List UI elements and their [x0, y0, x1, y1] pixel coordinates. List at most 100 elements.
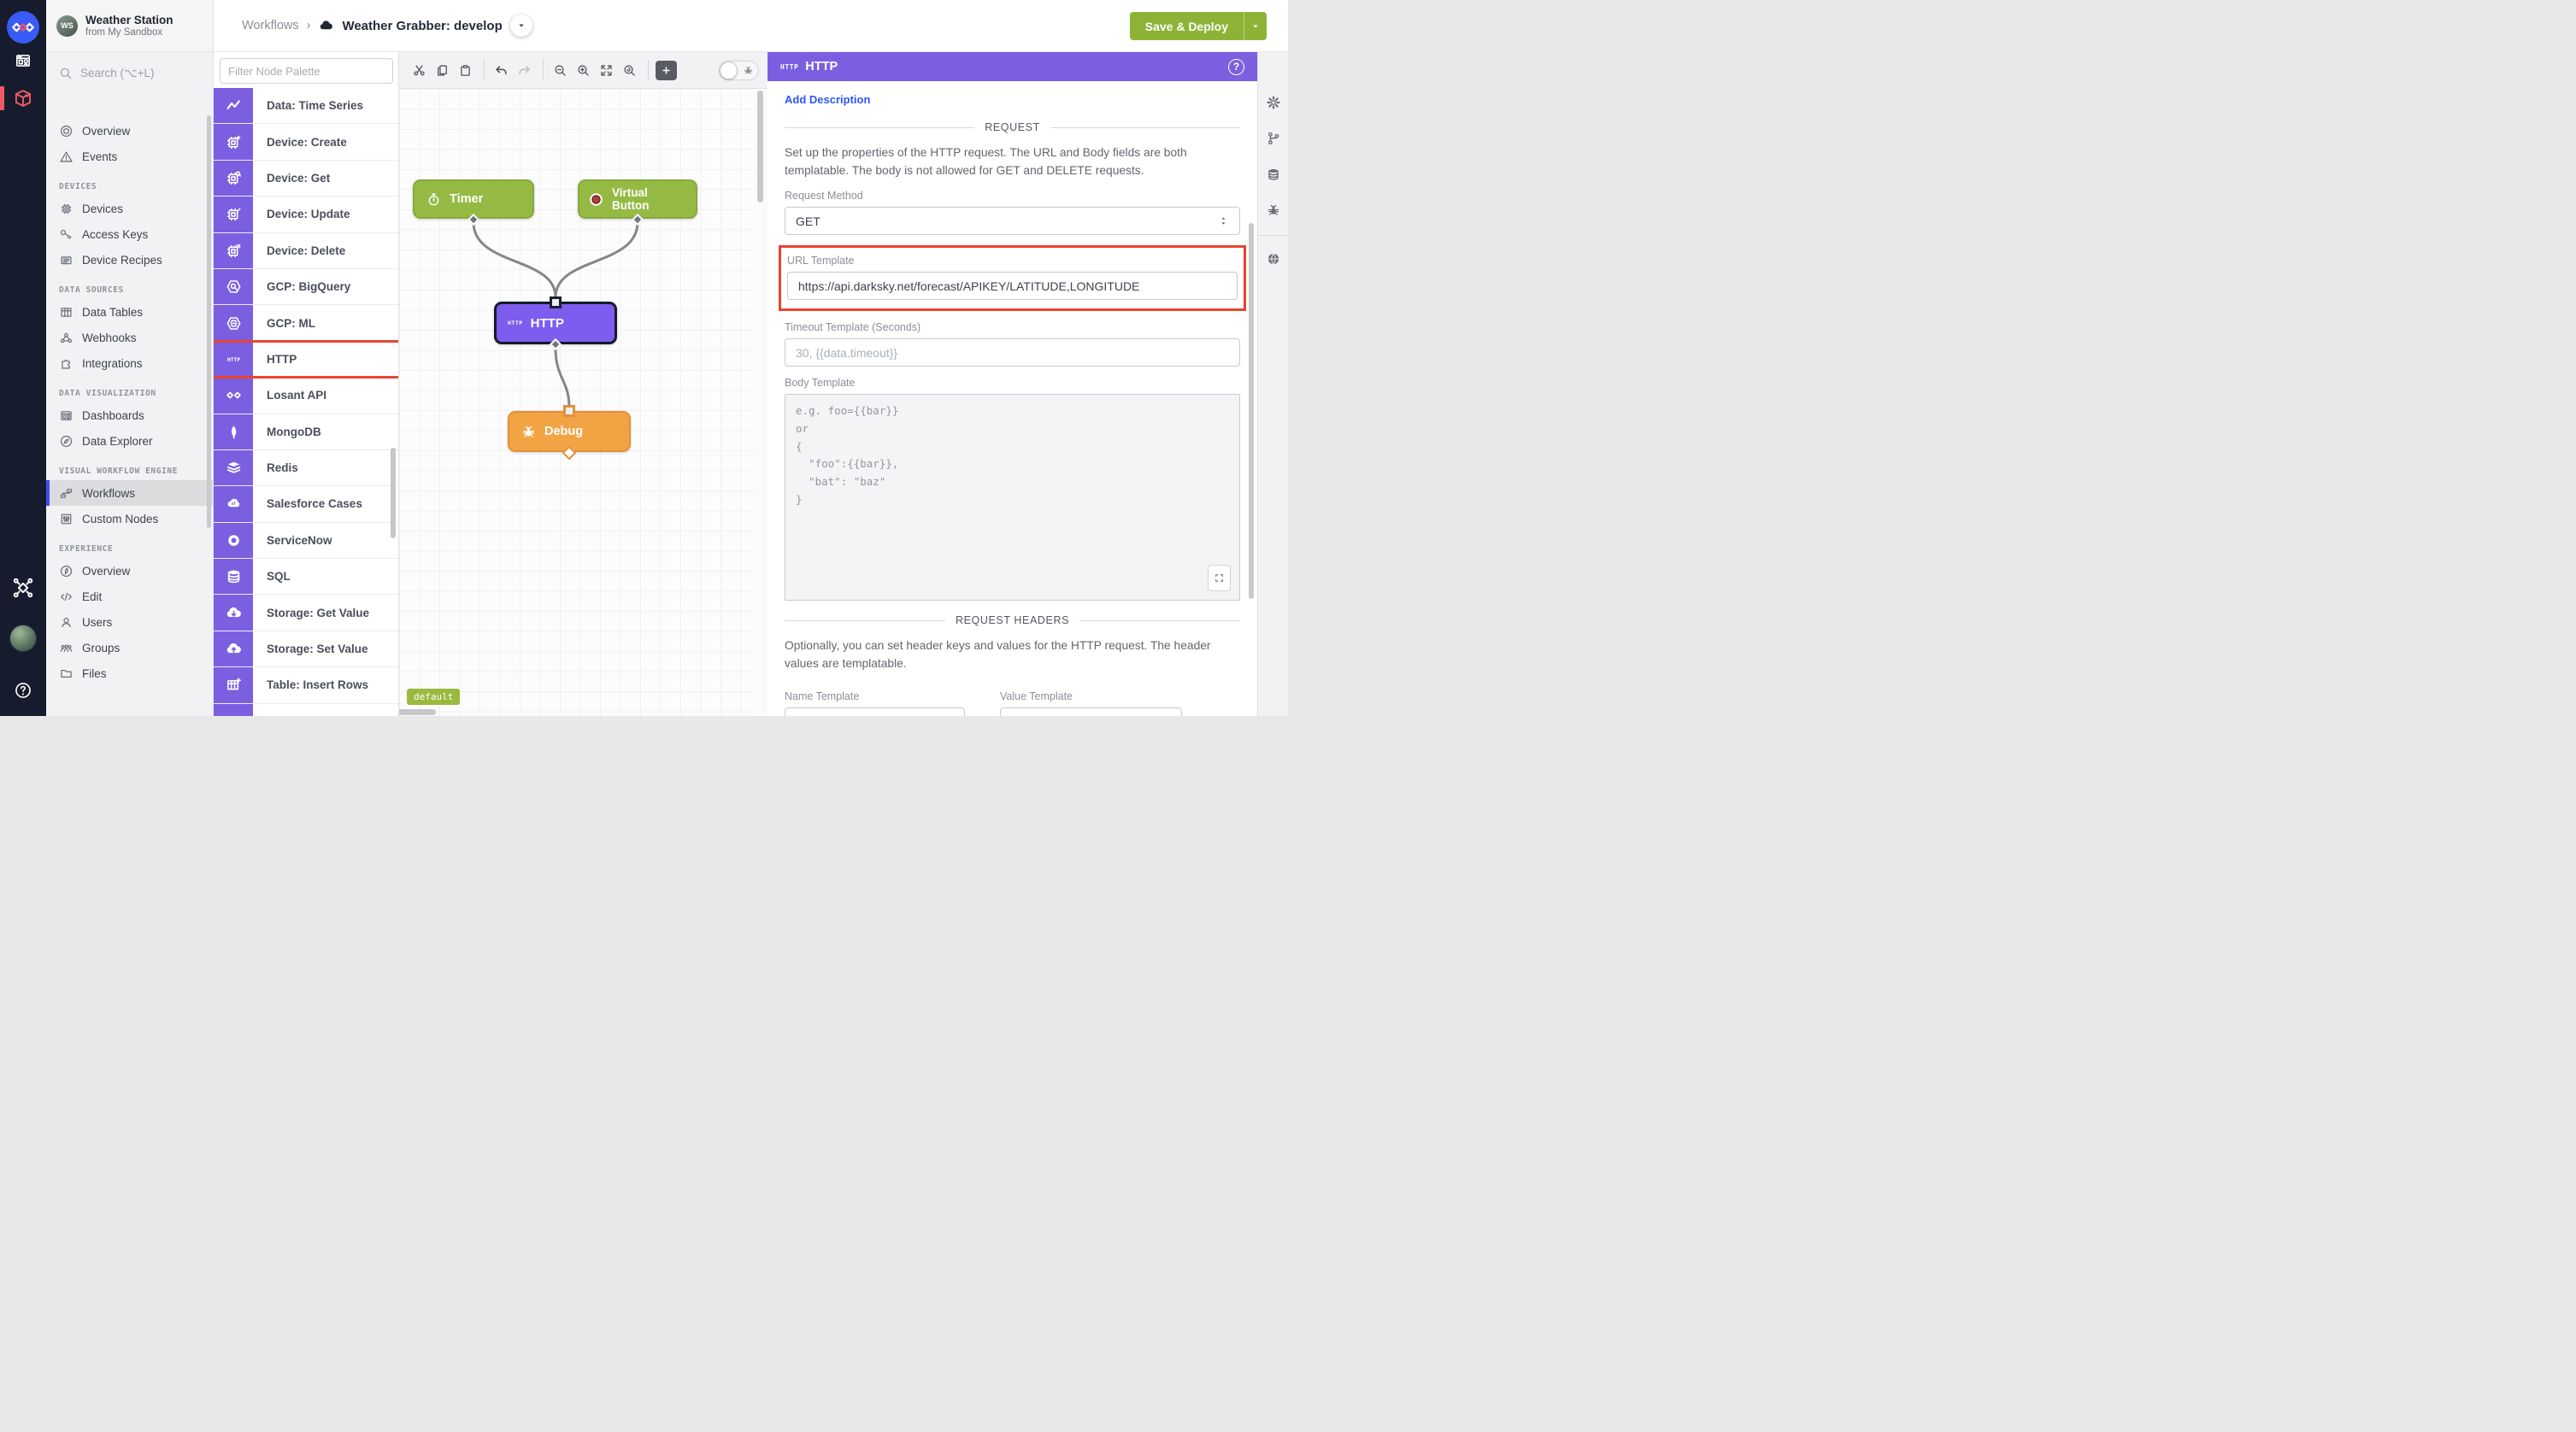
- sidebar-item[interactable]: Integrations: [46, 350, 213, 376]
- palette-node[interactable]: HTTP HTTP: [214, 339, 398, 379]
- url-template-input[interactable]: [787, 272, 1238, 301]
- sidebar-item[interactable]: Data Tables: [46, 299, 213, 325]
- sidebar-item[interactable]: Overview: [46, 118, 213, 144]
- sidebar-item[interactable]: Custom Nodes: [46, 506, 213, 531]
- palette-node-icon: [214, 88, 253, 124]
- toolbar-icon[interactable]: [454, 59, 485, 81]
- sidebar-item[interactable]: Overview: [46, 558, 213, 584]
- bug-icon: [743, 65, 754, 76]
- palette-node[interactable]: GCP: ML: [214, 305, 398, 342]
- nav-section-label: DATA SOURCES: [59, 285, 124, 295]
- help-icon[interactable]: ?: [1228, 58, 1244, 75]
- user-avatar[interactable]: [9, 625, 37, 652]
- organization-icon[interactable]: [0, 572, 46, 603]
- palette-node[interactable]: Device: Update: [214, 197, 398, 233]
- losant-logo-icon[interactable]: [7, 11, 39, 44]
- select-arrows-icon: [1218, 215, 1229, 226]
- toolbar-icon[interactable]: [431, 59, 454, 81]
- panel-tab-icon[interactable]: [1258, 192, 1288, 228]
- timeout-template-input[interactable]: [785, 338, 1240, 367]
- palette-node[interactable]: Losant API: [214, 378, 398, 414]
- cloud-icon: [318, 18, 334, 34]
- output-connector[interactable]: [562, 445, 577, 461]
- palette-node[interactable]: Device: Get: [214, 160, 398, 197]
- workflow-canvas[interactable]: Timer Virtual Button HTTP HTTP Debug def…: [399, 89, 754, 716]
- palette-node[interactable]: SQL: [214, 559, 398, 596]
- canvas-horizontal-scrollbar[interactable]: [399, 709, 436, 715]
- canvas-vertical-scrollbar[interactable]: [757, 91, 763, 202]
- output-connector[interactable]: [549, 337, 562, 351]
- palette-node[interactable]: Storage: Set Value: [214, 631, 398, 668]
- palette-node[interactable]: Device: Create: [214, 124, 398, 161]
- toolbar-icon[interactable]: [656, 60, 677, 80]
- version-tag[interactable]: default: [407, 689, 461, 705]
- panel-tab-icon[interactable]: [1258, 235, 1288, 276]
- sidebar-item[interactable]: Data Explorer: [46, 428, 213, 454]
- toolbar-icon[interactable]: [549, 59, 572, 81]
- palette-node[interactable]: Data: Time Series: [214, 88, 398, 125]
- add-description-link[interactable]: Add Description: [785, 93, 871, 106]
- workflow-version-dropdown[interactable]: [509, 15, 532, 37]
- sidebar-item[interactable]: Workflows: [46, 480, 213, 506]
- palette-scrollbar[interactable]: [391, 448, 396, 538]
- sidebar-item[interactable]: Access Keys: [46, 221, 213, 247]
- debug-toggle[interactable]: [719, 60, 759, 80]
- palette-node[interactable]: MongoDB: [214, 414, 398, 450]
- sidebar-item-icon: [59, 408, 74, 423]
- header-value-input[interactable]: [1000, 707, 1182, 716]
- sidebar-item[interactable]: Edit: [46, 584, 213, 609]
- palette-node[interactable]: Storage: Get Value: [214, 595, 398, 631]
- palette-node[interactable]: ServiceNow: [214, 522, 398, 560]
- sidebar-search[interactable]: Search (⌥+L): [46, 52, 213, 80]
- panel-tab-icon[interactable]: [1258, 85, 1288, 120]
- sidebar-scrollbar[interactable]: [207, 115, 211, 528]
- panel-tab-icon[interactable]: [1258, 120, 1288, 156]
- http-node-selected[interactable]: HTTP HTTP: [494, 296, 617, 351]
- palette-node-label: Redis: [267, 461, 298, 475]
- palette-node[interactable]: Redis: [214, 449, 398, 487]
- timer-node[interactable]: Timer: [413, 179, 534, 226]
- palette-node[interactable]: sf Salesforce Cases: [214, 486, 398, 523]
- output-connector[interactable]: [631, 213, 644, 226]
- sidebar-item[interactable]: Events: [46, 144, 213, 169]
- toolbar-icon[interactable]: [513, 59, 544, 81]
- debug-node[interactable]: Debug: [508, 405, 631, 461]
- current-application-icon[interactable]: [0, 83, 46, 114]
- palette-node[interactable]: GCP: BigQuery: [214, 268, 398, 306]
- toolbar-icon[interactable]: [618, 59, 649, 81]
- expand-editor-button[interactable]: [1208, 565, 1231, 592]
- toolbar-icon[interactable]: [572, 59, 595, 81]
- sidebar-item[interactable]: Users: [46, 609, 213, 635]
- save-deploy-button[interactable]: Save & Deploy: [1130, 12, 1244, 40]
- palette-node-icon: sf: [214, 486, 253, 522]
- sidebar-item[interactable]: Devices: [46, 196, 213, 221]
- palette-filter-input[interactable]: [220, 58, 393, 84]
- sidebar-item[interactable]: Groups: [46, 635, 213, 660]
- breadcrumb-workflows-link[interactable]: Workflows: [242, 19, 299, 32]
- sidebar-item[interactable]: Dashboards: [46, 402, 213, 428]
- sidebar-item[interactable]: Device Recipes: [46, 247, 213, 273]
- sidebar-item[interactable]: Webhooks: [46, 325, 213, 350]
- panel-tab-icon[interactable]: [1258, 156, 1288, 192]
- help-icon[interactable]: [0, 675, 46, 706]
- output-connector[interactable]: [467, 213, 480, 226]
- toolbar-icon[interactable]: [408, 59, 431, 81]
- http-badge: HTTP: [780, 62, 799, 71]
- panel-scrollbar[interactable]: [1249, 223, 1254, 599]
- sidebar-item-icon: [59, 564, 74, 578]
- application-header[interactable]: WS Weather Station from My Sandbox: [46, 0, 213, 52]
- header-name-input[interactable]: [785, 707, 965, 716]
- toolbar-icon[interactable]: [595, 59, 618, 81]
- palette-node[interactable]: Device: Delete: [214, 232, 398, 269]
- sidebar-item[interactable]: Files: [46, 660, 213, 686]
- body-template-editor[interactable]: e.g. foo={{bar}} or { "foo":{{bar}}, "ba…: [785, 394, 1240, 602]
- request-method-select[interactable]: GET: [785, 207, 1240, 236]
- palette-node[interactable]: [214, 703, 398, 716]
- palette-node[interactable]: Table: Insert Rows: [214, 667, 398, 704]
- virtual-button-node[interactable]: Virtual Button: [578, 179, 697, 226]
- save-options-caret[interactable]: [1244, 12, 1267, 40]
- applications-icon[interactable]: [0, 45, 46, 76]
- input-connector[interactable]: [550, 296, 562, 308]
- input-connector[interactable]: [563, 405, 575, 417]
- toolbar-icon[interactable]: [490, 59, 513, 81]
